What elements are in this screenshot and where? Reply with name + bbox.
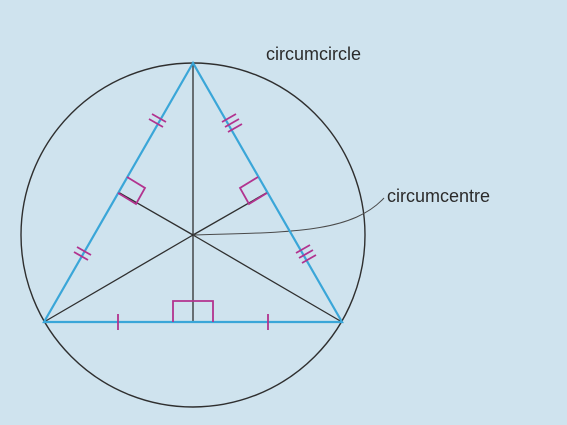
right-angle-marker-right (238, 176, 268, 206)
right-angle-marker-bottom (172, 300, 214, 322)
right-angle-marker-left (117, 176, 147, 206)
line-right-vertex-to-centre (192, 234, 343, 323)
circumcircle-label: circumcircle (266, 44, 362, 64)
triple-tick-mark-right-upper (221, 113, 243, 133)
perpendicular-bisector-left (117, 191, 194, 236)
circumcentre-label: circumcentre (387, 186, 491, 206)
circumcentre-leader-line (192, 197, 385, 236)
line-left-vertex-to-centre (43, 234, 194, 323)
double-tick-mark-left-upper (148, 113, 167, 128)
double-tick-mark-left-lower (73, 246, 92, 261)
triple-tick-mark-right-lower (295, 244, 317, 264)
